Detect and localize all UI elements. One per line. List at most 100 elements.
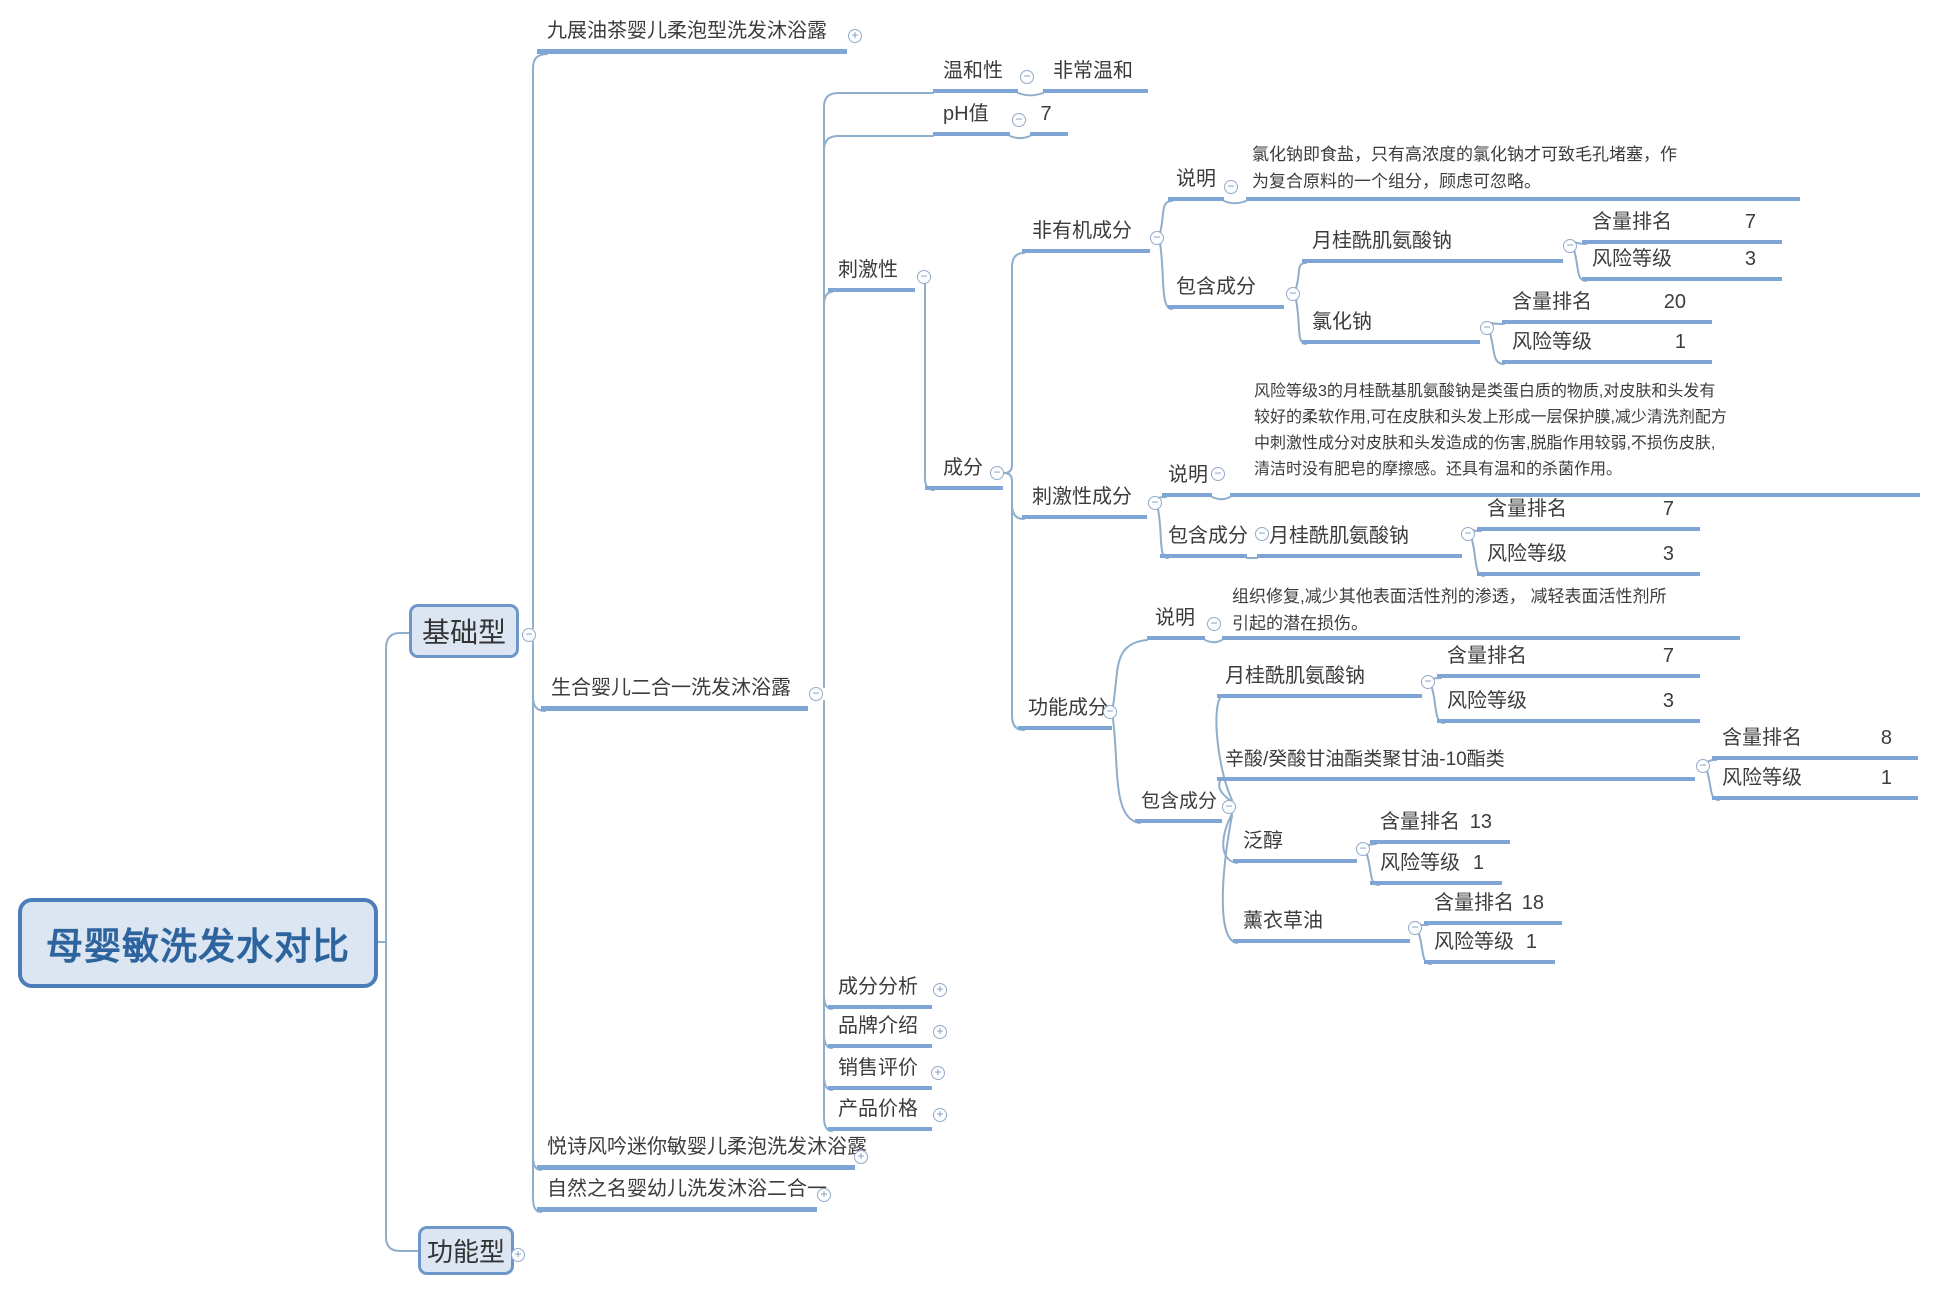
rank-label: 含量排名 (1447, 645, 1527, 667)
risk-value: 1 (1674, 331, 1686, 353)
topic-ingredient-sls-3[interactable]: 月桂酰肌氨酸钠 (1217, 662, 1422, 698)
topic-nacl-rank[interactable]: 含量排名 20 (1502, 288, 1712, 324)
collapse-icon[interactable]: − (1356, 842, 1370, 856)
collapse-icon[interactable]: − (522, 628, 536, 642)
rank-label: 含量排名 (1722, 727, 1802, 749)
collapse-icon[interactable]: − (1421, 675, 1435, 689)
topic-label: 功能成分 (1028, 697, 1108, 719)
topic-product-price[interactable]: 产品价格 (828, 1095, 932, 1131)
topic-irritant-contains[interactable]: 包含成分 (1160, 522, 1248, 558)
connector-note1 (1223, 200, 1247, 205)
topic-functional-contains[interactable]: 包含成分 (1135, 787, 1222, 823)
collapse-icon[interactable]: − (1150, 231, 1164, 245)
topic-ingredient-sls-2[interactable]: 月桂酰肌氨酸钠 (1257, 522, 1462, 558)
note-text: 氯化钠即食盐，只有高浓度的氯化钠才可致毛孔堵塞，作为复合原料的一个组分，顾虑可忽… (1252, 145, 1677, 191)
collapse-icon[interactable]: − (809, 687, 823, 701)
collapse-icon[interactable]: − (1148, 496, 1162, 510)
collapse-icon[interactable]: − (1103, 705, 1117, 719)
rank-value: 20 (1663, 291, 1686, 313)
collapse-icon[interactable]: − (1255, 527, 1269, 541)
topic-label: 刺激性 (838, 259, 898, 281)
expand-icon[interactable]: + (817, 1188, 831, 1202)
topic-irritant-note-text[interactable]: 风险等级3的月桂酰基肌氨酸钠是类蛋白质的物质,对皮肤和头发有较好的柔软作用,可在… (1230, 376, 1920, 497)
topic-product-ziran[interactable]: 自然之名婴幼儿洗发沐浴二合一 (537, 1176, 827, 1212)
rank-label: 含量排名 (1434, 892, 1514, 914)
topic-ingredient-polyglyceryl[interactable]: 辛酸/癸酸甘油酯类聚甘油-10酯类 (1217, 745, 1695, 781)
topic-functional-type[interactable]: 功能型 (418, 1226, 514, 1275)
topic-functional-type-label: 功能型 (426, 1237, 505, 1267)
expand-icon[interactable]: + (931, 1066, 945, 1080)
topic-irritation[interactable]: 刺激性 (828, 256, 915, 292)
topic-inorganic[interactable]: 非有机成分 (1022, 217, 1150, 253)
collapse-icon[interactable]: − (1286, 287, 1300, 301)
risk-label: 风险等级 (1434, 931, 1514, 953)
connector-note3 (1204, 639, 1223, 644)
topic-ingredient-sls-1[interactable]: 月桂酰肌氨酸钠 (1302, 227, 1563, 263)
collapse-icon[interactable]: − (1563, 239, 1577, 253)
collapse-icon[interactable]: − (1480, 321, 1494, 335)
collapse-icon[interactable]: − (990, 466, 1004, 480)
topic-sales-review[interactable]: 销售评价 (828, 1054, 932, 1090)
topic-mildness[interactable]: 温和性 (933, 57, 1018, 93)
collapse-icon[interactable]: − (1224, 180, 1238, 194)
topic-ingredient-panthenol[interactable]: 泛醇 (1233, 827, 1357, 863)
topic-label: 成分 (943, 457, 983, 479)
topic-irritant-note-label[interactable]: 说明 (1162, 461, 1212, 497)
expand-icon[interactable]: + (511, 1248, 525, 1262)
topic-inorganic-contains[interactable]: 包含成分 (1168, 273, 1284, 309)
topic-functional-note-text[interactable]: 组织修复,减少其他表面活性剂的渗透， 减轻表面活性剂所引起的潜在损伤。 (1222, 580, 1740, 640)
collapse-icon[interactable]: − (1020, 70, 1034, 84)
topic-label: 包含成分 (1141, 791, 1218, 812)
note-text: 组织修复,减少其他表面活性剂的渗透， 减轻表面活性剂所引起的潜在损伤。 (1232, 587, 1667, 633)
topic-ph-value[interactable]: 7 (1030, 100, 1068, 136)
collapse-icon[interactable]: − (1207, 617, 1221, 631)
collapse-icon[interactable]: − (1012, 113, 1026, 127)
topic-product-yueshi[interactable]: 悦诗风吟迷你敏婴儿柔泡洗发沐浴露 (537, 1134, 867, 1170)
topic-inorganic-note-label[interactable]: 说明 (1168, 165, 1224, 201)
topic-ingredient-lavender[interactable]: 薰衣草油 (1233, 907, 1410, 943)
topic-inorganic-note-text[interactable]: 氯化钠即食盐，只有高浓度的氯化钠才可致毛孔堵塞，作为复合原料的一个组分，顾虑可忽… (1246, 138, 1800, 201)
expand-icon[interactable]: + (933, 1108, 947, 1122)
topic-functional-ingredients[interactable]: 功能成分 (1018, 694, 1112, 730)
topic-irritant[interactable]: 刺激性成分 (1022, 483, 1147, 519)
root-topic[interactable]: 母婴敏洗发水对比 (18, 898, 378, 988)
collapse-icon[interactable]: − (1408, 921, 1422, 935)
expand-icon[interactable]: + (848, 29, 862, 43)
expand-icon[interactable]: + (933, 1025, 947, 1039)
collapse-icon[interactable]: − (1461, 527, 1475, 541)
connector-composition-children (1003, 252, 1025, 731)
collapse-icon[interactable]: − (1696, 759, 1710, 773)
topic-mildness-value[interactable]: 非常温和 (1043, 57, 1148, 93)
topic-basic-type[interactable]: 基础型 (409, 604, 519, 658)
collapse-icon[interactable]: − (1211, 467, 1225, 481)
expand-icon[interactable]: + (854, 1150, 868, 1164)
topic-composition[interactable]: 成分 (925, 454, 1003, 490)
topic-product-jiuzhan[interactable]: 九展油茶婴儿柔泡型洗发沐浴露 (537, 18, 847, 54)
risk-label: 风险等级 (1722, 767, 1802, 789)
collapse-icon[interactable]: − (917, 270, 931, 284)
rank-label: 含量排名 (1512, 291, 1592, 313)
topic-product-shenghe[interactable]: 生合婴儿二合一洗发沐浴露 (541, 675, 808, 711)
topic-ingredient-analysis[interactable]: 成分分析 (828, 973, 932, 1009)
expand-icon[interactable]: + (933, 983, 947, 997)
topic-ingredient-nacl[interactable]: 氯化钠 (1302, 308, 1480, 344)
note-text: 风险等级3的月桂酰基肌氨酸钠是类蛋白质的物质,对皮肤和头发有较好的柔软作用,可在… (1254, 383, 1727, 478)
collapse-icon[interactable]: − (1222, 800, 1236, 814)
topic-functional-note-label[interactable]: 说明 (1147, 604, 1205, 640)
topic-ph[interactable]: pH值 (933, 100, 1010, 136)
topic-brand-intro[interactable]: 品牌介绍 (828, 1012, 932, 1048)
